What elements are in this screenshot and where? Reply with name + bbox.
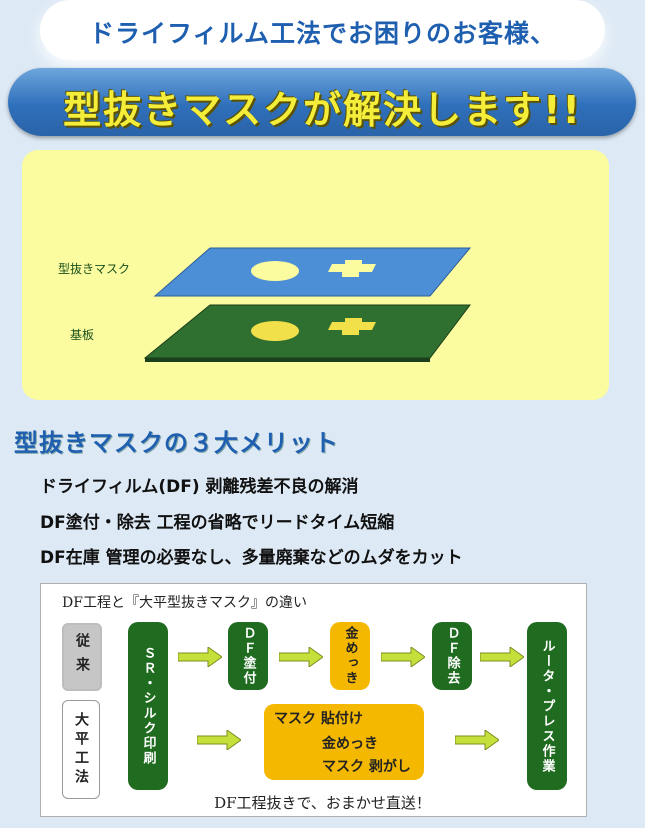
- step-gold-plating: 金めっき: [330, 622, 370, 690]
- process-panel: [40, 583, 587, 817]
- mask-circle-cutout: [251, 261, 299, 281]
- step-sr-silk-print: ＳＲ・シルク印刷: [128, 622, 168, 790]
- ohira-step-mask-apply: マスク 貼付け: [274, 711, 363, 727]
- merits-title: 型抜きマスクの３大メリット: [14, 429, 339, 457]
- arrow-right-icon: [480, 647, 524, 667]
- arrow-right-icon: [455, 730, 499, 750]
- substrate-label: 基板: [70, 328, 95, 342]
- arrow-right-icon: [178, 647, 222, 667]
- substrate-circle-cutout: [251, 321, 299, 341]
- arrow-right-icon: [381, 647, 425, 667]
- ohira-tag-text: 大平工法: [73, 711, 89, 788]
- conventional-tag-text: 従来: [74, 633, 90, 681]
- header-subtitle: ドライフィルム工法でお困りのお客様、: [88, 19, 556, 48]
- mask-label: 型抜きマスク: [58, 262, 131, 276]
- substrate-cross-cutout: [328, 318, 376, 335]
- merit-item: DF在庫 管理の必要なし、多量廃棄などのムダをカット: [40, 548, 463, 568]
- step-router-press: ルータ・プレス作業: [527, 622, 567, 790]
- header-banner: [8, 68, 636, 136]
- merit-item: ドライフィルム(DF) 剥離残差不良の解消: [40, 477, 359, 497]
- step-df-coat: ＤＦ塗付: [228, 622, 268, 690]
- mask-layer: [153, 247, 472, 297]
- process-title: DF工程と『大平型抜きマスク』の違い: [62, 595, 307, 611]
- substrate-layer: [143, 304, 472, 362]
- conventional-tag: 従来: [62, 623, 102, 691]
- header-cloud: [40, 0, 605, 60]
- step-df-remove: ＤＦ除去: [432, 622, 472, 690]
- ohira-step-plating: 金めっき: [322, 736, 378, 752]
- header-title: 型抜きマスクが解決します!!: [63, 88, 582, 132]
- ohira-process-box: [264, 704, 424, 780]
- layer-illustration: [143, 247, 472, 362]
- merit-item: DF塗付・除去 工程の省略でリードタイム短縮: [40, 513, 395, 533]
- arrow-right-icon: [197, 730, 241, 750]
- ohira-step-mask-remove: マスク 剥がし: [322, 759, 411, 775]
- process-footer: DF工程抜きで、おまかせ直送！: [214, 794, 431, 812]
- mask-cross-cutout: [328, 260, 376, 277]
- arrow-right-icon: [279, 647, 323, 667]
- ohira-tag: 大平工法: [62, 700, 100, 799]
